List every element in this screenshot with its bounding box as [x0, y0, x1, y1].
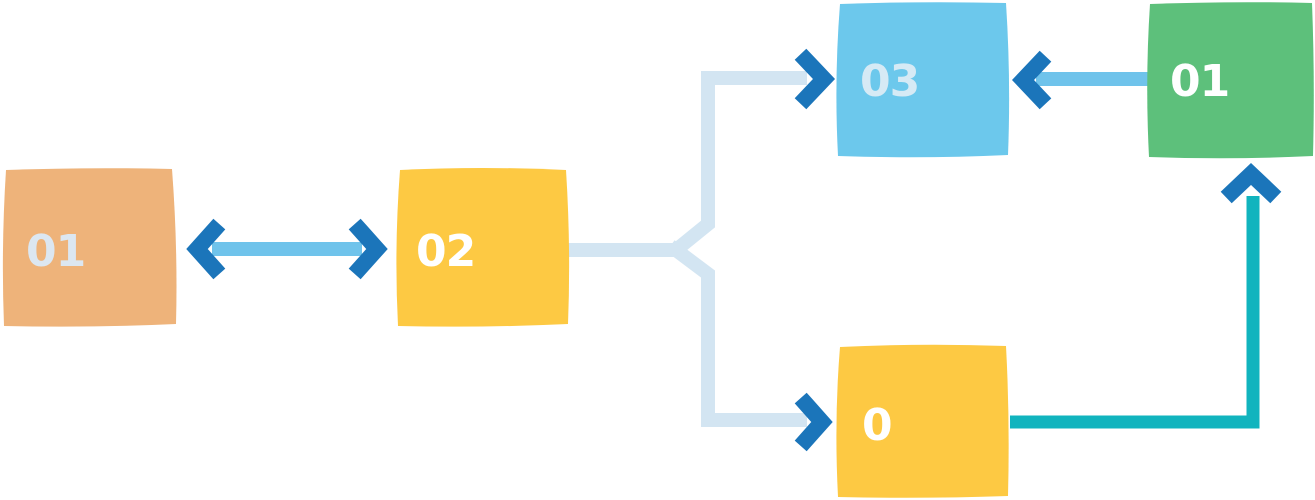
arrowhead-right-icon	[348, 218, 388, 280]
node-yellow-0-label: 0	[862, 400, 892, 451]
arrowhead-to-03-icon	[794, 48, 836, 110]
arrowhead-left-icon	[186, 218, 226, 280]
node-green-01-label: 01	[1170, 56, 1229, 107]
node-green-01-box	[1147, 2, 1314, 159]
node-yellow-02-label: 02	[416, 226, 475, 277]
bidirectional-connector-line	[212, 242, 362, 256]
node-yellow-02: 02	[396, 168, 570, 327]
branch-connector-line	[563, 71, 807, 427]
node-yellow-0: 0	[836, 344, 1009, 498]
node-orange-01: 01	[2, 168, 177, 327]
return-connector-line	[1036, 72, 1150, 86]
branch-connector	[563, 48, 836, 452]
bidirectional-connector	[186, 218, 388, 280]
return-connector	[1011, 50, 1150, 110]
arrowhead-up-icon	[1220, 162, 1282, 204]
node-green-01: 01	[1147, 2, 1314, 159]
arrowhead-to-03-from-right-icon	[1011, 50, 1052, 110]
node-blue-03-label: 03	[860, 56, 919, 107]
upward-connector-line	[1010, 196, 1260, 429]
node-blue-03: 03	[836, 2, 1010, 158]
node-orange-01-label: 01	[26, 226, 85, 277]
node-yellow-0-box	[836, 344, 1009, 498]
arrowhead-to-0-icon	[794, 392, 833, 452]
node-yellow-02-box	[396, 168, 570, 327]
upward-connector	[1010, 162, 1282, 429]
node-blue-03-box	[836, 2, 1010, 158]
node-orange-01-box	[2, 168, 177, 327]
